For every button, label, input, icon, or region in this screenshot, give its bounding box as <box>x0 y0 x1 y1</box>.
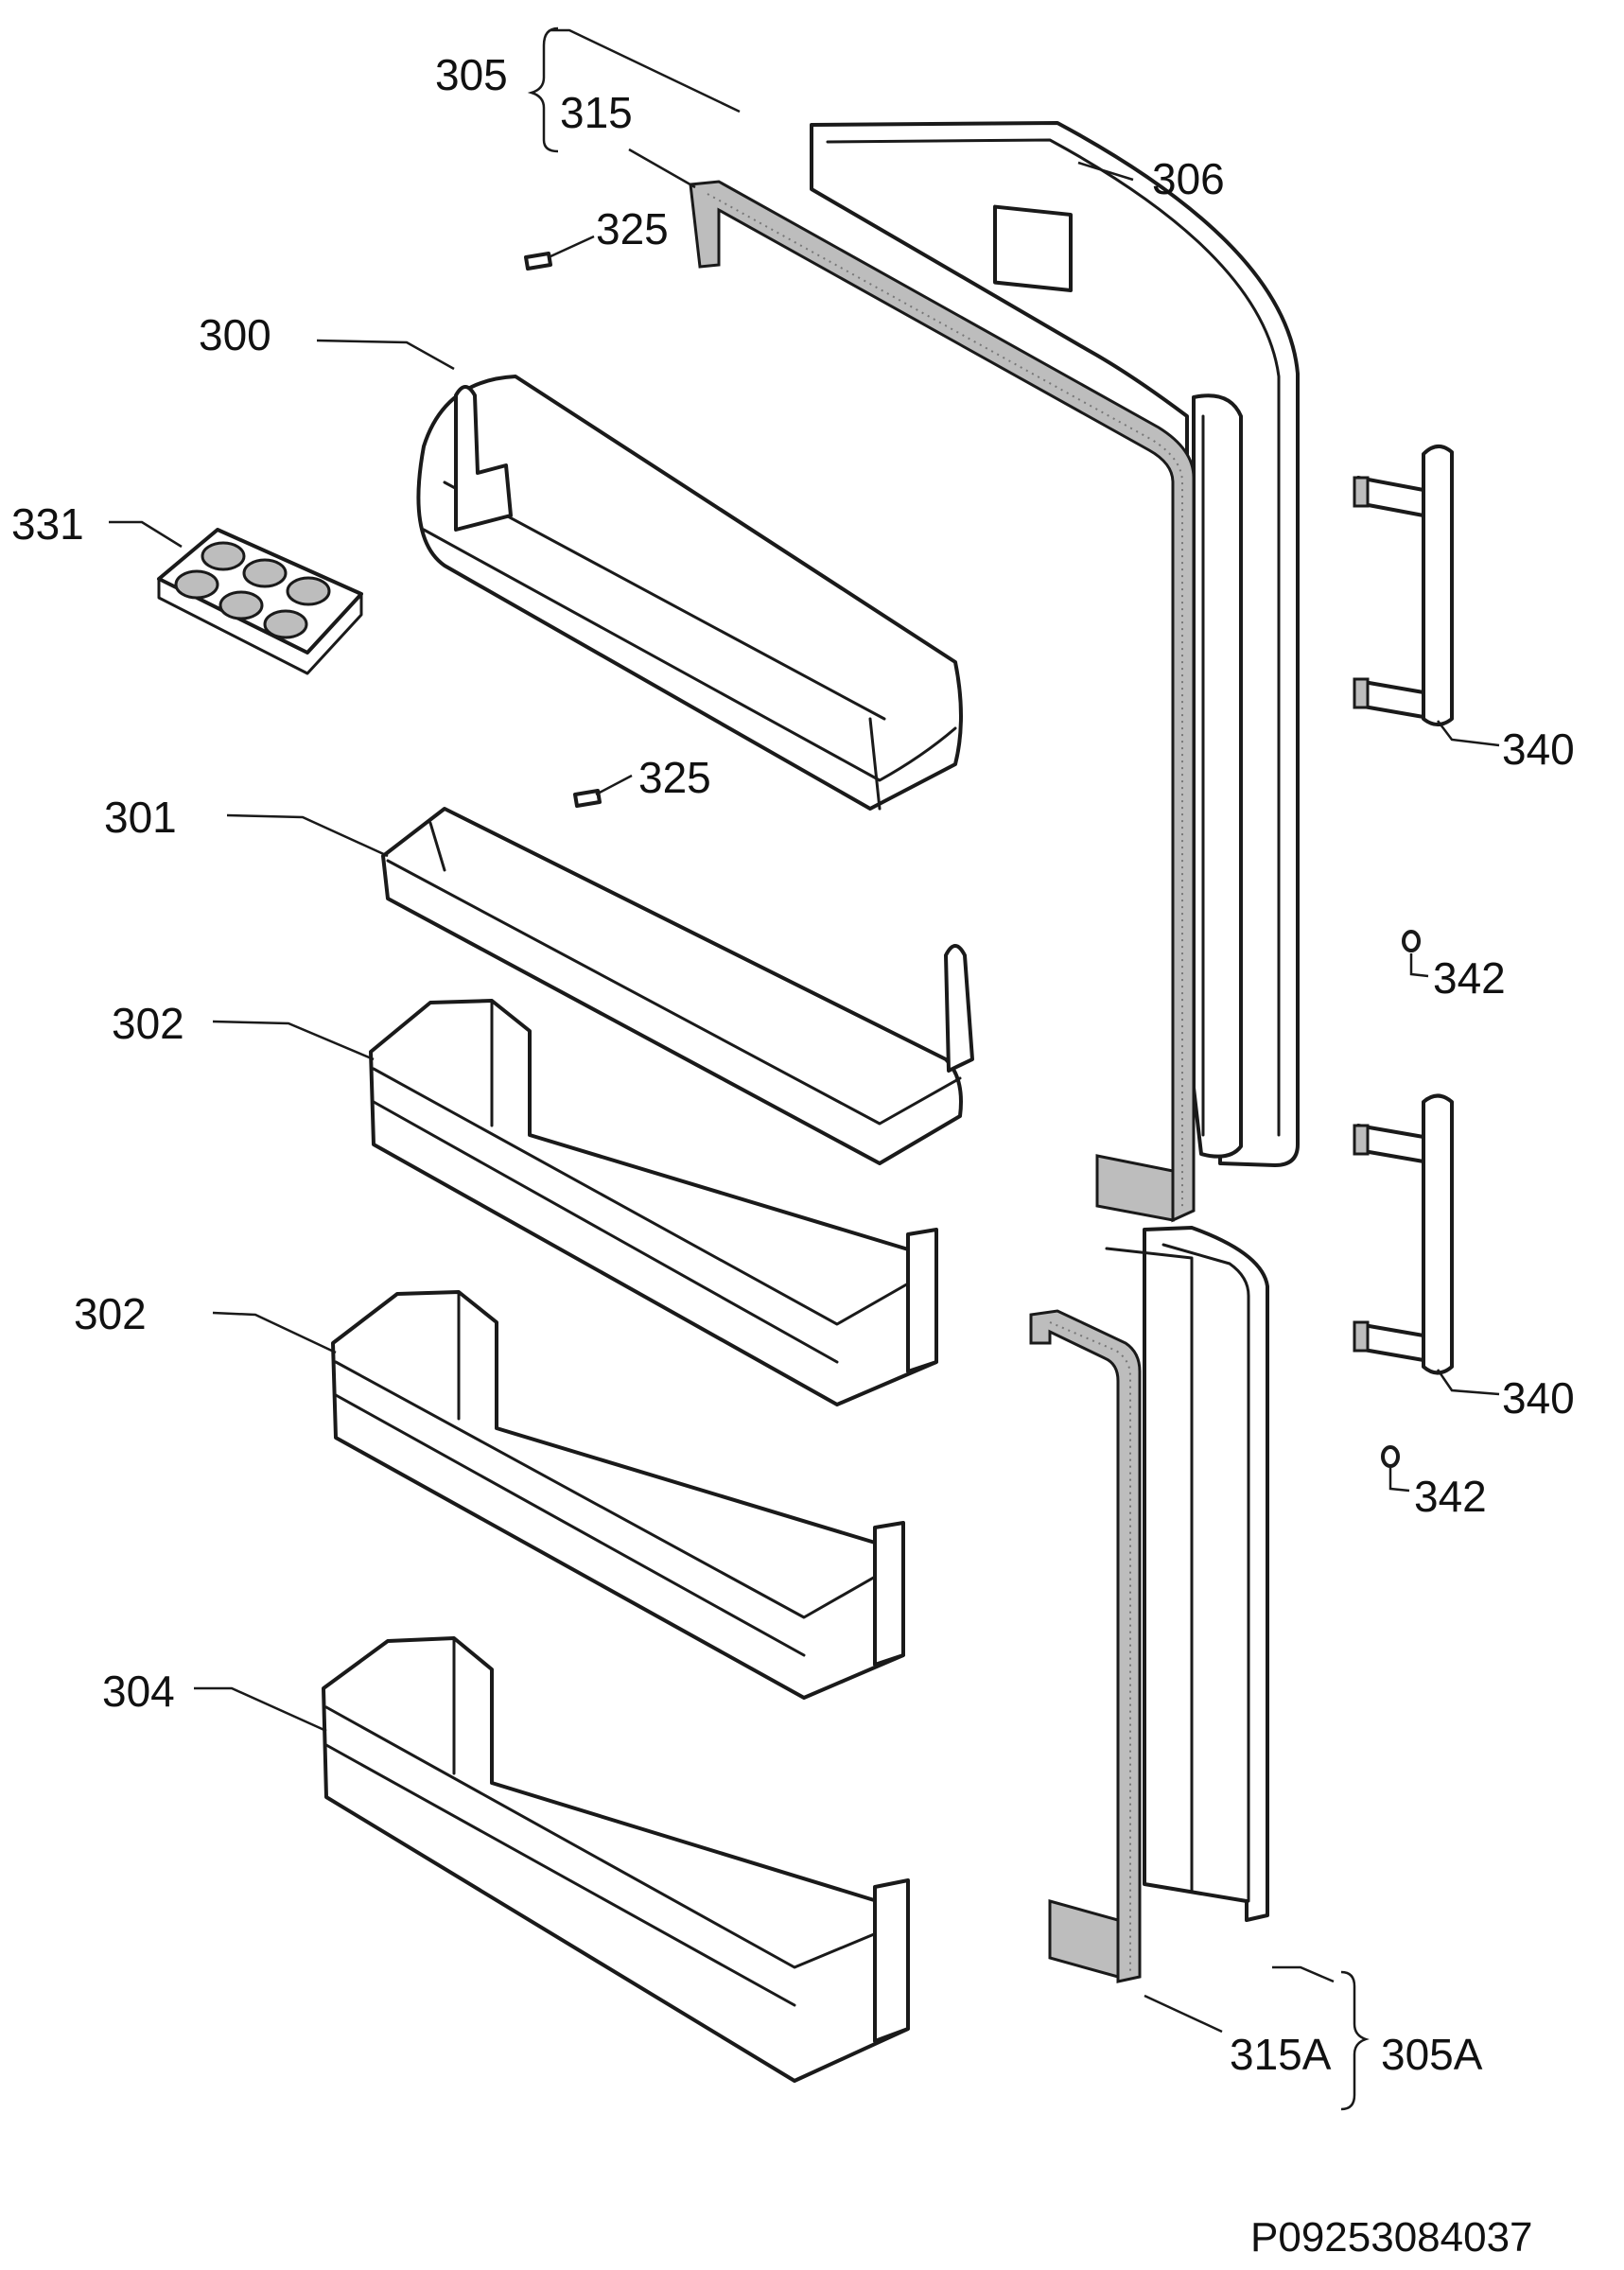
screw-325-upper <box>524 252 552 271</box>
label-302-upper: 302 <box>112 999 184 1048</box>
label-315A: 315A <box>1230 2030 1332 2079</box>
label-342-upper: 342 <box>1433 953 1506 1003</box>
label-306: 306 <box>1152 154 1225 203</box>
label-301: 301 <box>104 793 177 842</box>
upper-door-panel <box>810 121 1300 1167</box>
label-331: 331 <box>11 499 84 549</box>
lower-door-panel <box>1105 1226 1269 1922</box>
label-342-lower: 342 <box>1414 1472 1487 1521</box>
door-shelf-302-upper <box>369 999 938 1406</box>
label-302-lower: 302 <box>74 1289 147 1338</box>
door-shelf-302-lower <box>331 1290 905 1700</box>
brace-305 <box>527 26 559 153</box>
label-305: 305 <box>435 50 508 99</box>
upper-door-gasket-315 <box>689 180 1196 1223</box>
label-325-upper: 325 <box>596 204 669 253</box>
handle-340-lower <box>1353 1093 1454 1375</box>
dairy-compartment-300 <box>416 375 963 811</box>
screw-325-middle <box>573 789 602 808</box>
rating-label-306 <box>993 204 1073 292</box>
cap-342-lower <box>1381 1445 1400 1468</box>
label-340-upper: 340 <box>1502 725 1575 774</box>
label-340-lower: 340 <box>1502 1373 1575 1423</box>
part-labels: 305 315 306 325 300 331 325 301 340 342 … <box>11 50 1575 2079</box>
label-315: 315 <box>560 88 633 137</box>
brace-305A <box>1340 1970 1370 2111</box>
leader-lines <box>109 28 1500 2034</box>
lower-door-gasket-315A <box>1029 1309 1142 1983</box>
drawing-code: P09253084037 <box>1250 2214 1533 2261</box>
label-325-middle: 325 <box>638 753 711 802</box>
label-304: 304 <box>102 1667 175 1716</box>
egg-tray-331 <box>157 528 363 675</box>
cap-342-upper <box>1402 930 1421 952</box>
bottle-shelf-304 <box>322 1636 910 2083</box>
door-shelf-301 <box>381 385 974 1165</box>
handle-340-upper <box>1353 445 1454 726</box>
label-300: 300 <box>199 310 271 359</box>
label-305A: 305A <box>1381 2030 1483 2079</box>
